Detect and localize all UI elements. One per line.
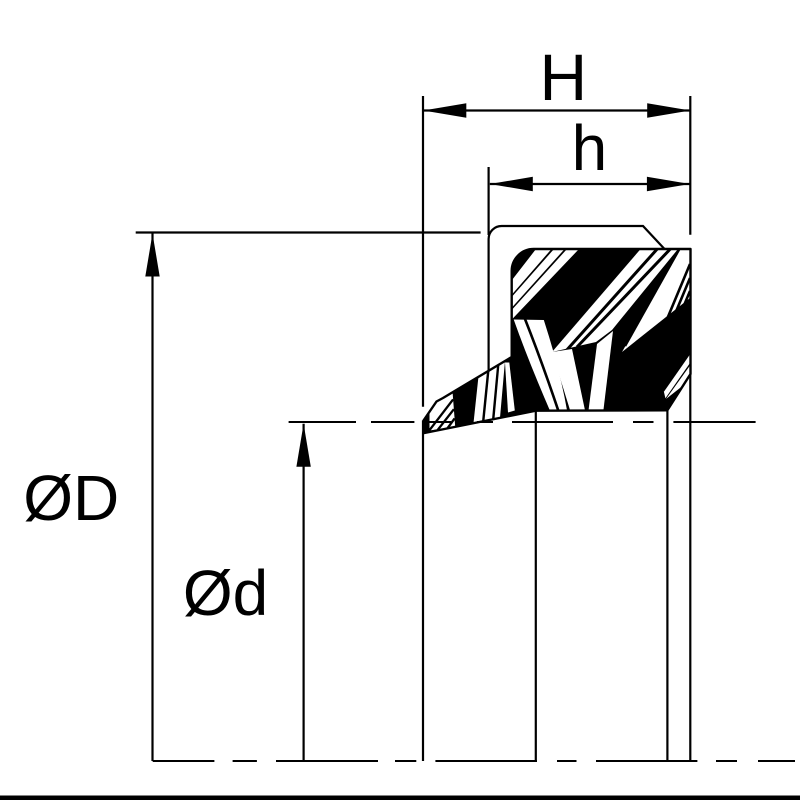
svg-text:h: h — [572, 112, 608, 184]
svg-text:Ød: Ød — [183, 557, 268, 629]
svg-text:ØD: ØD — [23, 462, 119, 534]
svg-text:H: H — [539, 40, 587, 114]
